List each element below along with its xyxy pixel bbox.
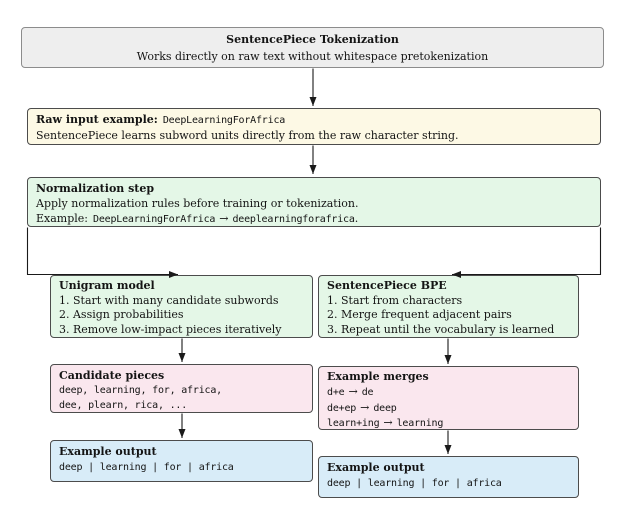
raw-input-box: Raw input example:DeepLearningForAfrica … [27,108,601,145]
rewrite-arrow-icon: → [360,400,370,414]
merge-to: deep [373,402,397,414]
normalization-box: Normalization step Apply normalization r… [27,177,601,227]
rewrite-arrow-icon: → [383,416,393,430]
list-item: 3. Remove low-impact pieces iteratively [59,322,282,336]
merge-line: de+ep→deep [327,401,570,417]
merge-line: learn+ing→learning [327,416,570,432]
bpe-box: SentencePiece BPE 1. Start from characte… [318,275,579,338]
period: . [354,212,359,225]
rewrite-arrow-icon: → [219,212,229,225]
merge-to: learning [396,418,444,430]
mono-line: deep, learning, for, africa, [59,385,222,396]
merge-from: de+ep [327,402,357,414]
list-item: 3. Repeat until the vocabulary is learne… [327,322,555,336]
merge-to: de [361,386,374,398]
box-title: Normalization step [36,182,155,195]
box-title: Raw input example: [36,113,158,126]
box-title: SentencePiece BPE [327,279,447,292]
code-token: deeplearningforafrica [232,214,355,225]
list-item: 2. Merge frequent adjacent pairs [327,308,512,321]
mono-line: dee, plearn, rica, ... [59,400,188,411]
raw-input-body: SentencePiece learns subword units direc… [36,129,459,142]
box-title: SentencePiece Tokenization [226,33,399,46]
box-subtitle: Works directly on raw text without white… [136,49,489,63]
mono-line: deep | learning | for | africa [327,477,502,489]
box-title: Candidate pieces [59,369,165,382]
code-token: DeepLearningForAfrica [93,214,216,225]
code-token: DeepLearningForAfrica [162,115,286,126]
merge-from: learn+ing [327,418,380,430]
output-right-box: Example output deep | learning | for | a… [318,456,579,498]
list-item: 1. Start from characters [327,293,463,307]
flow-arrow [26,227,178,278]
list-item: 1. Start with many candidate subwords [59,293,279,307]
mono-line: deep | learning | for | africa [59,461,234,473]
title-box: SentencePiece Tokenization Works directl… [21,27,604,68]
box-title: Example merges [327,370,429,383]
flow-arrow [452,227,602,278]
merges-box: Example merges d+e→de de+ep→deep learn+i… [318,366,579,430]
output-left-box: Example output deep | learning | for | a… [50,440,313,482]
merge-from: d+e [327,386,345,398]
box-title: Example output [59,445,157,458]
example-label: Example: [36,212,88,225]
raw-input-line: Raw input example: DeepLearningForAfrica [36,112,592,128]
box-title: Unigram model [59,279,155,292]
box-title: Example output [327,461,425,474]
rewrite-arrow-icon: → [348,384,358,398]
list-item: 2. Assign probabilities [59,308,184,321]
merge-line: d+e→de [327,385,570,401]
normalization-example-line: Example: DeepLearningForAfrica→deeplearni… [36,211,592,227]
unigram-box: Unigram model 1. Start with many candida… [50,275,313,338]
candidate-box: Candidate pieces deep, learning, for, af… [50,364,313,413]
normalization-rule-line: Apply normalization rules before trainin… [36,197,359,210]
